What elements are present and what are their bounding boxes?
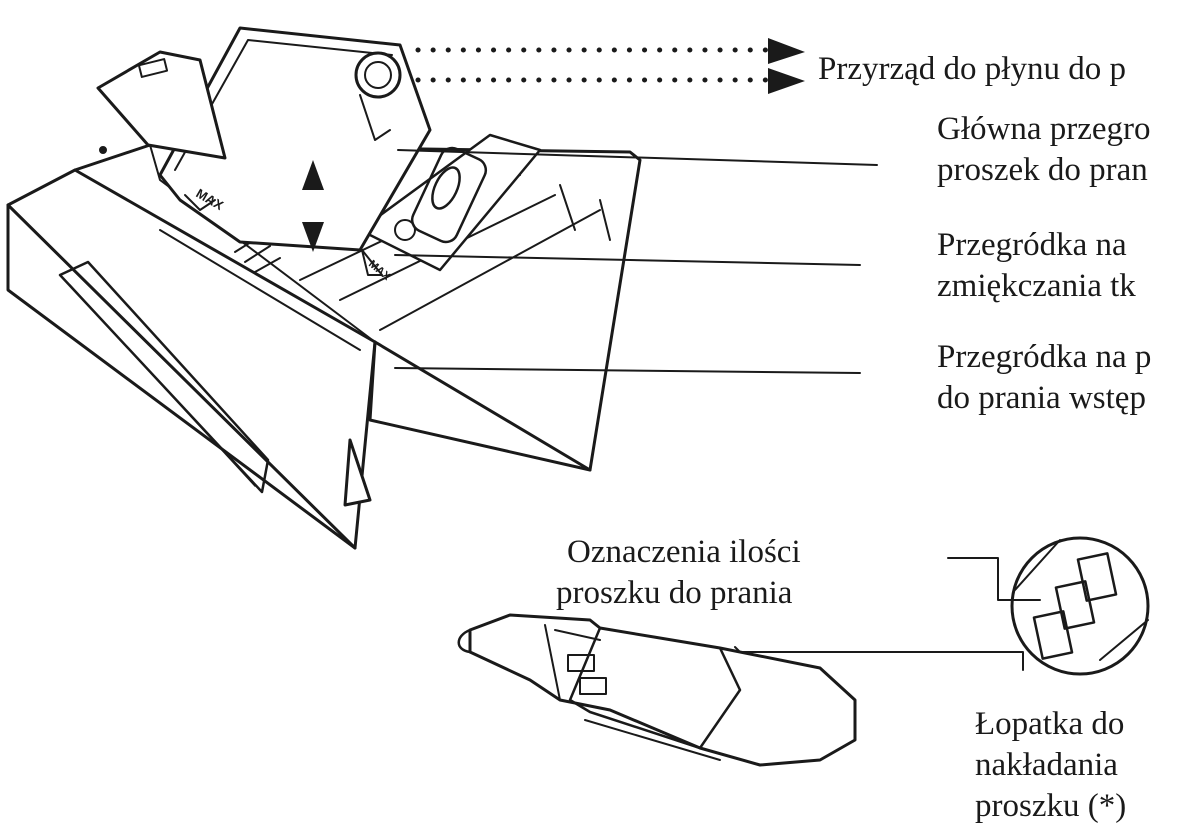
label-prewash-compartment-1: Przegródka na p: [937, 339, 1152, 375]
leader-lines: [394, 149, 1041, 671]
label-main-compartment-2: proszek do pran: [937, 152, 1148, 188]
label-scoop-3: proszku (*): [975, 788, 1127, 824]
liquid-detergent-container: MAX: [158, 26, 432, 252]
arrow-right-icon: [768, 38, 805, 64]
flip-lid: [96, 50, 227, 160]
arrow-right-icon: [768, 68, 805, 94]
label-prewash-compartment-2: do prania wstęp: [937, 380, 1146, 416]
label-softener-compartment-1: Przegródka na: [937, 227, 1127, 263]
powder-scoop: [457, 613, 857, 767]
label-main-compartment-1: Główna przegro: [937, 111, 1151, 147]
arrow-down-icon: [302, 222, 324, 252]
softener-insert: MAX: [358, 133, 542, 283]
dose-marks-magnifier: [1010, 536, 1150, 676]
drawer-front-panel: [6, 168, 377, 550]
label-scoop-1: Łopatka do: [975, 706, 1125, 742]
label-scoop-2: nakładania: [975, 747, 1118, 783]
label-dose-marks-1: Oznaczenia ilości: [567, 534, 801, 570]
arrow-up-icon: [302, 160, 324, 190]
label-dose-marks-2: proszku do prania: [556, 575, 793, 611]
dotted-arrows: [415, 38, 805, 94]
label-liquid-tool: Przyrząd do płynu do p: [818, 51, 1126, 87]
label-softener-compartment-2: zmiękczania tk: [937, 268, 1136, 304]
